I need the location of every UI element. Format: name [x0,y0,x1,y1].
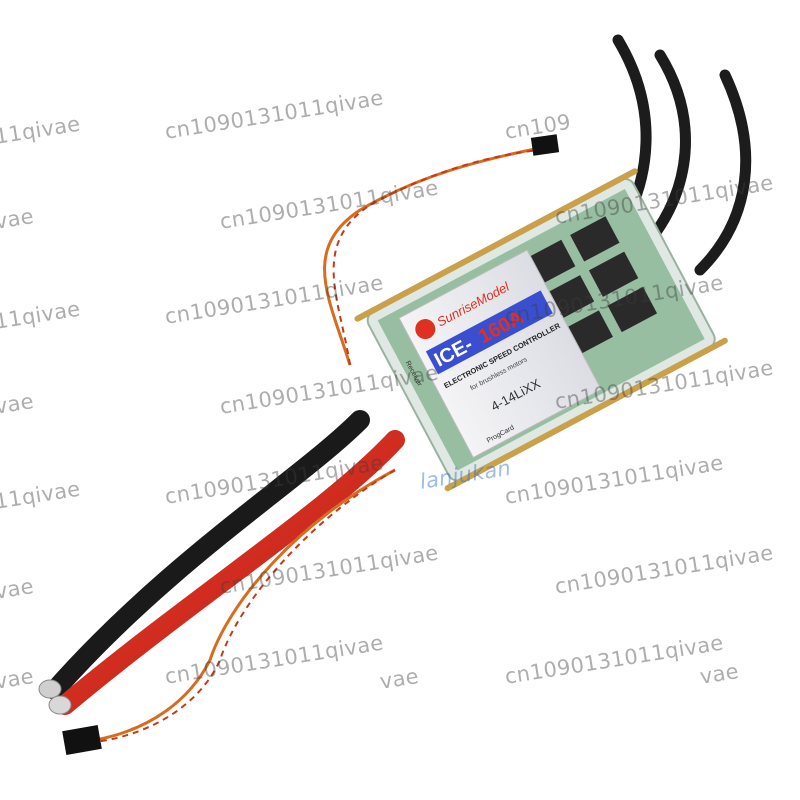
signal-wire-lower [94,468,396,742]
red-power-wire [55,430,405,715]
motor-wire-c [694,69,752,276]
black-wire-tip [38,679,62,699]
product-label [398,249,602,459]
signal-wire-upper [323,146,541,366]
motor-wire-b [644,49,691,246]
red-wire-tip [48,695,72,715]
servo-connector-icon [62,725,102,755]
heatsink-rod-bottom [444,337,728,492]
black-power-wire [45,410,370,700]
servo-connector-icon [530,134,560,156]
heatsink-rod-top [354,168,638,322]
brand-logo-icon [415,319,436,340]
